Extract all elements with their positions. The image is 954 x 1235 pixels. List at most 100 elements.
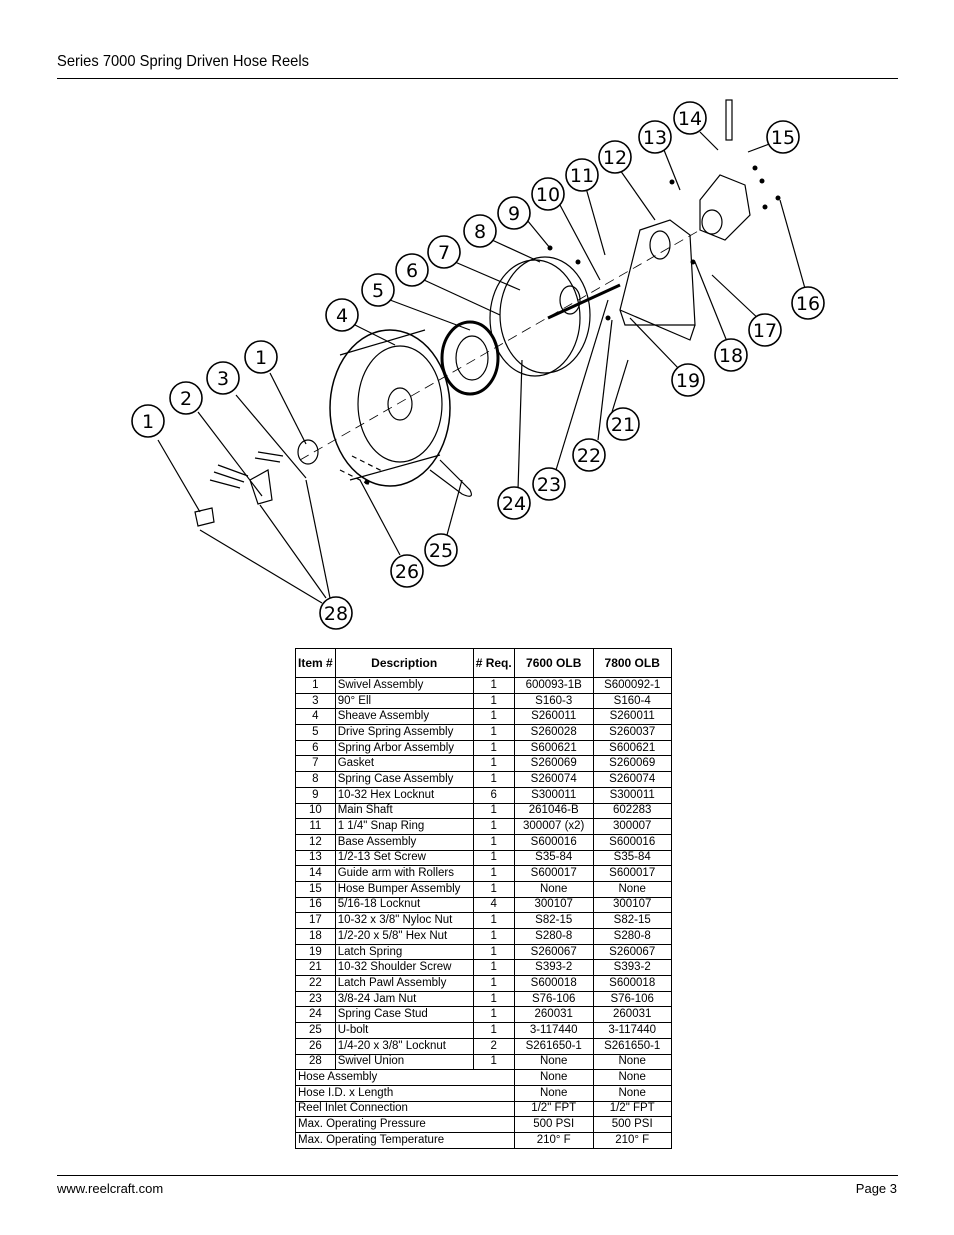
callout-label: 14 bbox=[678, 108, 702, 130]
cell-7600-olb: S280-8 bbox=[513, 928, 594, 945]
spec-7800-olb: 210° F bbox=[592, 1131, 672, 1149]
cell-req: 1 bbox=[472, 771, 515, 788]
cell-item: 14 bbox=[295, 865, 336, 882]
callout-label: 23 bbox=[537, 474, 561, 496]
cell-item: 19 bbox=[295, 943, 336, 961]
cell-7800-olb: None bbox=[592, 1053, 672, 1071]
cell-req: 1 bbox=[472, 865, 515, 882]
cell-7800-olb: S260037 bbox=[592, 724, 672, 741]
cell-7800-olb: S35-84 bbox=[592, 849, 672, 867]
spec-label: Reel Inlet Connection bbox=[295, 1100, 515, 1118]
cell-7800-olb: S260074 bbox=[592, 771, 672, 788]
cell-description: Latch Pawl Assembly bbox=[334, 975, 474, 992]
cell-7800-olb: S76-106 bbox=[592, 990, 672, 1008]
cell-item: 11 bbox=[295, 818, 336, 835]
cell-7600-olb: 3-117440 bbox=[513, 1022, 594, 1039]
cell-req: 2 bbox=[472, 1037, 515, 1055]
callout-label: 22 bbox=[577, 445, 601, 467]
cell-req: 1 bbox=[472, 943, 515, 961]
cell-description: 10-32 Hex Locknut bbox=[334, 786, 474, 804]
cell-7600-olb: S76-106 bbox=[513, 990, 594, 1008]
cell-7600-olb: S260074 bbox=[513, 771, 594, 788]
cell-7600-olb: S260028 bbox=[513, 724, 594, 741]
cell-item: 21 bbox=[295, 959, 336, 977]
cell-description: 1/2-13 Set Screw bbox=[334, 849, 474, 867]
callout-label: 19 bbox=[676, 370, 700, 392]
cell-7800-olb: S600092-1 bbox=[592, 677, 672, 694]
diagram-drawing: 1 2 3 1 4 5 6 7 8 9 10 11 12 13 14 15 16… bbox=[131, 99, 825, 630]
cell-req: 1 bbox=[472, 833, 515, 851]
cell-req: 1 bbox=[472, 912, 515, 929]
cell-req: 1 bbox=[472, 928, 515, 945]
cell-description: Swivel Union bbox=[334, 1053, 474, 1071]
callout-label: 11 bbox=[570, 165, 594, 187]
cell-item: 1 bbox=[295, 677, 336, 694]
cell-7600-olb: S260067 bbox=[513, 943, 594, 961]
cell-7600-olb: 600093-1B bbox=[513, 677, 594, 694]
spec-7600-olb: 1/2" FPT bbox=[513, 1100, 594, 1118]
callout-label: 10 bbox=[536, 184, 560, 206]
callout-label: 18 bbox=[719, 345, 743, 367]
callout-label: 9 bbox=[508, 203, 520, 225]
cell-item: 24 bbox=[295, 1006, 336, 1024]
cell-7800-olb: S260067 bbox=[592, 943, 672, 961]
header-7600-olb: 7600 OLB bbox=[513, 648, 594, 678]
cell-item: 6 bbox=[295, 739, 336, 757]
cell-item: 23 bbox=[295, 990, 336, 1008]
cell-7800-olb: S600016 bbox=[592, 833, 672, 851]
cell-7600-olb: S600621 bbox=[513, 739, 594, 757]
cell-req: 1 bbox=[472, 724, 515, 741]
cell-7800-olb: 3-117440 bbox=[592, 1022, 672, 1039]
cell-item: 3 bbox=[295, 692, 336, 710]
cell-description: Gasket bbox=[334, 755, 474, 773]
cell-7600-olb: S600018 bbox=[513, 975, 594, 992]
cell-7800-olb: 300007 bbox=[592, 818, 672, 835]
cell-description: 3/8-24 Jam Nut bbox=[334, 990, 474, 1008]
cell-req: 1 bbox=[472, 975, 515, 992]
spec-7800-olb: 500 PSI bbox=[592, 1116, 672, 1133]
callout-label: 4 bbox=[336, 305, 348, 327]
cell-req: 1 bbox=[472, 755, 515, 773]
cell-7600-olb: None bbox=[513, 880, 594, 898]
cell-req: 1 bbox=[472, 880, 515, 898]
cell-item: 28 bbox=[295, 1053, 336, 1071]
callout-label: 28 bbox=[324, 603, 348, 625]
cell-7800-olb: S600017 bbox=[592, 865, 672, 882]
cell-description: 1/2-20 x 5/8" Hex Nut bbox=[334, 928, 474, 945]
callout-label: 3 bbox=[217, 368, 229, 390]
callout-label: 21 bbox=[611, 414, 635, 436]
cell-7600-olb: 300007 (x2) bbox=[513, 818, 594, 835]
cell-description: Guide arm with Rollers bbox=[334, 865, 474, 882]
callout-label: 8 bbox=[474, 221, 486, 243]
callout-label: 6 bbox=[406, 260, 418, 282]
callout-label: 24 bbox=[502, 493, 526, 515]
cell-description: Sheave Assembly bbox=[334, 708, 474, 726]
cell-req: 1 bbox=[472, 818, 515, 835]
cell-7600-olb: 300107 bbox=[513, 896, 594, 914]
spec-7800-olb: None bbox=[592, 1069, 672, 1086]
cell-item: 7 bbox=[295, 755, 336, 773]
cell-item: 26 bbox=[295, 1037, 336, 1055]
cell-7600-olb: 261046-B bbox=[513, 802, 594, 820]
cell-item: 17 bbox=[295, 912, 336, 929]
header-rule bbox=[57, 78, 898, 79]
spec-label: Max. Operating Pressure bbox=[295, 1116, 515, 1133]
footer-rule bbox=[57, 1175, 898, 1176]
cell-description: 5/16-18 Locknut bbox=[334, 896, 474, 914]
cell-7800-olb: S260069 bbox=[592, 755, 672, 773]
